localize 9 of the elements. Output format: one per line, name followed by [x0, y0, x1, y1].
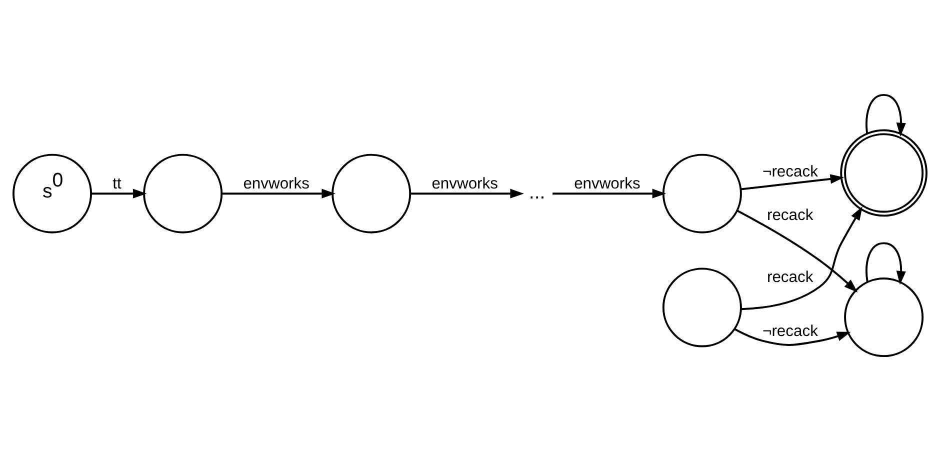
edge-label: envworks — [243, 174, 310, 192]
edge-label: ¬recack — [762, 322, 818, 340]
edge-label: recack — [766, 268, 814, 286]
node-text: ... — [528, 181, 546, 203]
edge-label: envworks — [432, 174, 498, 192]
edge-label: ¬recack — [762, 163, 818, 180]
edge-label: envworks — [574, 174, 640, 192]
edge-label: tt — [112, 174, 122, 192]
edge-label: recack — [766, 206, 814, 224]
